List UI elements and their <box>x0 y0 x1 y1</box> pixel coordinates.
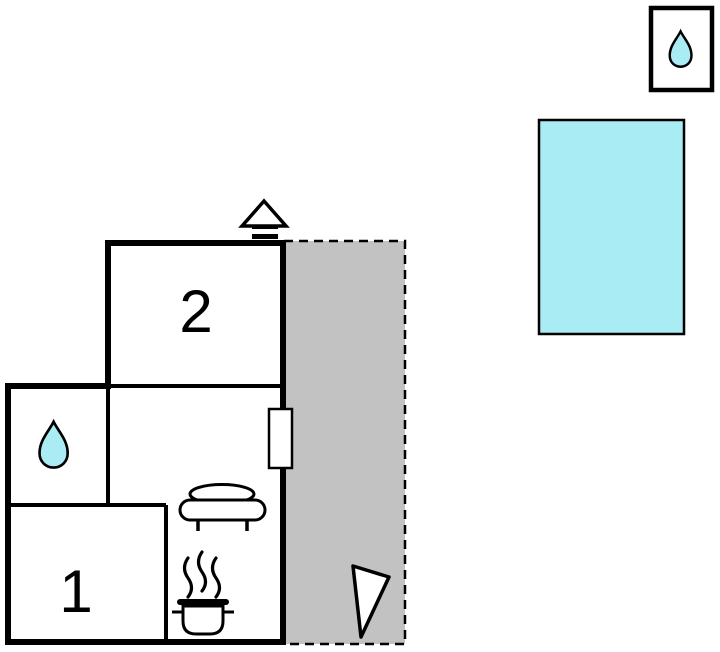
pot-lid <box>177 599 229 605</box>
shower-box-outline <box>648 5 715 93</box>
steam-line <box>196 550 208 593</box>
sofa-seat <box>178 498 267 522</box>
building-walls <box>5 240 286 645</box>
cooking-pot-steam-icon <box>172 550 234 636</box>
shower-box <box>648 5 715 93</box>
window-door-marker <box>267 407 294 470</box>
north-arrow-icon <box>351 564 391 639</box>
chimney-stripe <box>252 229 278 234</box>
room-1-label: 1 <box>59 558 92 625</box>
water-drop-icon <box>38 418 70 469</box>
chimney-icon <box>238 198 290 239</box>
pool <box>537 118 686 336</box>
steam-line <box>182 556 194 599</box>
pot-body <box>181 604 225 636</box>
sofa-icon <box>178 483 267 531</box>
interior-walls <box>8 384 283 642</box>
room-2-label: 2 <box>179 278 212 345</box>
steam-line <box>210 556 222 599</box>
chimney-roof <box>238 198 290 228</box>
water-drop-icon <box>668 28 693 68</box>
